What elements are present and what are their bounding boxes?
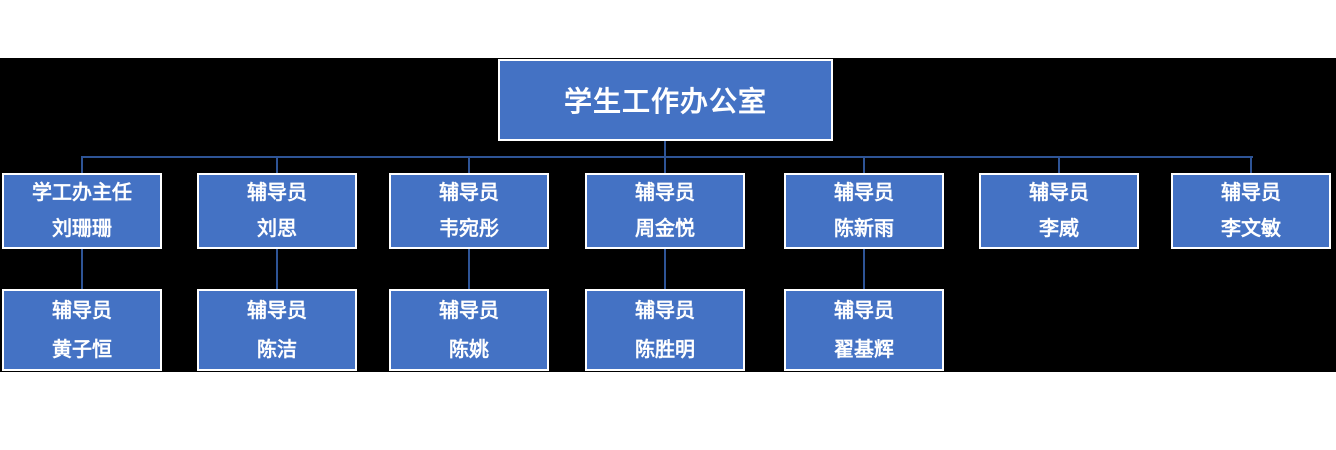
connector-stub-3 [468, 156, 470, 174]
node-role: 辅导员 [52, 299, 112, 322]
level2-node-1: 学工办主任 刘珊珊 [2, 173, 162, 249]
node-role: 辅导员 [439, 182, 499, 204]
node-name: 陈新雨 [834, 218, 894, 240]
node-name: 黄子恒 [52, 338, 112, 361]
level3-node-3: 辅导员 陈姚 [389, 289, 549, 371]
node-name: 刘思 [257, 218, 297, 240]
connector-stub-1 [81, 156, 83, 174]
node-name: 陈洁 [257, 338, 297, 361]
connector-stub-2 [276, 156, 278, 174]
node-name: 韦宛彤 [439, 218, 499, 240]
node-role: 辅导员 [247, 182, 307, 204]
node-role: 辅导员 [1221, 182, 1281, 204]
connector-child-1 [81, 248, 83, 290]
level2-node-7: 辅导员 李文敏 [1171, 173, 1331, 249]
connector-child-3 [468, 248, 470, 290]
connector-child-4 [664, 248, 666, 290]
connector-rail [82, 156, 1253, 158]
node-role: 辅导员 [635, 299, 695, 322]
node-role: 辅导员 [635, 182, 695, 204]
node-role: 辅导员 [247, 299, 307, 322]
connector-child-5 [863, 248, 865, 290]
node-name: 周金悦 [635, 218, 695, 240]
node-name: 陈胜明 [635, 338, 695, 361]
node-role: 学工办主任 [32, 182, 132, 204]
connector-stub-5 [863, 156, 865, 174]
level3-node-2: 辅导员 陈洁 [197, 289, 357, 371]
node-name: 翟基辉 [834, 338, 894, 361]
level3-node-4: 辅导员 陈胜明 [585, 289, 745, 371]
connector-stub-6 [1058, 156, 1060, 174]
level3-node-1: 辅导员 黄子恒 [2, 289, 162, 371]
connector-stub-7 [1250, 156, 1252, 174]
node-role: 辅导员 [1029, 182, 1089, 204]
connector-child-2 [276, 248, 278, 290]
root-node: 学生工作办公室 [498, 59, 833, 141]
level2-node-4: 辅导员 周金悦 [585, 173, 745, 249]
level3-node-5: 辅导员 翟基辉 [784, 289, 944, 371]
node-name: 陈姚 [449, 338, 489, 361]
node-role: 辅导员 [834, 299, 894, 322]
level2-node-3: 辅导员 韦宛彤 [389, 173, 549, 249]
root-node-label: 学生工作办公室 [563, 86, 767, 117]
node-name: 刘珊珊 [52, 218, 112, 240]
node-role: 辅导员 [834, 182, 894, 204]
node-role: 辅导员 [439, 299, 499, 322]
level2-node-5: 辅导员 陈新雨 [784, 173, 944, 249]
connector-root [664, 140, 666, 157]
node-name: 李威 [1039, 218, 1079, 240]
connector-stub-4 [664, 156, 666, 174]
level2-node-6: 辅导员 李威 [979, 173, 1139, 249]
level2-node-2: 辅导员 刘思 [197, 173, 357, 249]
node-name: 李文敏 [1221, 218, 1281, 240]
